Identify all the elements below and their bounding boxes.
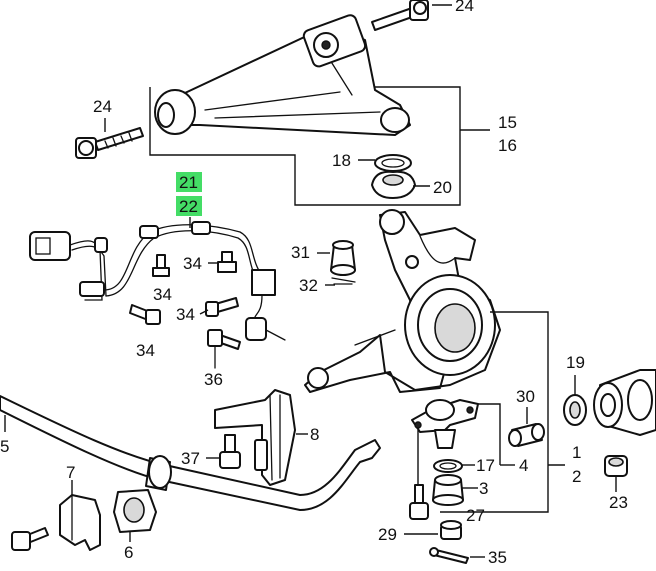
part-31-bushing <box>330 240 356 276</box>
callout-22: 22 <box>179 197 198 216</box>
callout-24-left: 24 <box>93 97 112 116</box>
holder-7 <box>59 494 101 551</box>
bolt-24-top <box>371 0 429 31</box>
leader-34-c <box>199 309 209 315</box>
callout-15: 15 <box>498 113 517 132</box>
part-3-boot <box>432 474 464 506</box>
callout-34-d: 34 <box>136 341 155 360</box>
callout-16: 16 <box>498 136 517 155</box>
bracket-1-2 <box>440 311 549 513</box>
leader-ball-joint <box>478 403 501 465</box>
callout-17: 17 <box>476 456 495 475</box>
callout-4: 4 <box>519 456 528 475</box>
bolt-24-left <box>75 127 144 159</box>
callout-36: 36 <box>204 370 223 389</box>
highlight-21 <box>176 172 202 192</box>
callout-8: 8 <box>310 425 319 444</box>
callout-2: 2 <box>572 467 581 486</box>
callout-18: 18 <box>332 151 351 170</box>
callout-23: 23 <box>609 493 628 512</box>
part-17-ring <box>433 459 463 473</box>
bolt-34-a <box>152 254 170 277</box>
part-32-clip <box>331 277 356 285</box>
bracket-8 <box>214 389 296 486</box>
callout-34-b: 34 <box>183 254 202 273</box>
callout-19: 19 <box>566 353 585 372</box>
callout-3: 3 <box>479 479 488 498</box>
callout-30: 30 <box>516 387 535 406</box>
bushing-6 <box>113 489 157 533</box>
nut-23 <box>604 455 628 477</box>
stabilizer-bar <box>0 395 381 511</box>
lower-ball-joint <box>411 399 479 449</box>
bolt-27 <box>409 484 429 520</box>
callout-31: 31 <box>291 243 310 262</box>
callout-29: 29 <box>378 525 397 544</box>
bolt-34-b <box>217 251 237 273</box>
abs-sensor-harness <box>29 221 286 341</box>
upper-arm-bracket <box>149 86 461 206</box>
callout-21: 21 <box>179 173 198 192</box>
cotter-pin-35 <box>429 547 469 564</box>
part-20-boot <box>371 170 416 199</box>
callout-5: 5 <box>0 437 9 456</box>
callout-20: 20 <box>433 178 452 197</box>
highlight-22 <box>176 196 202 216</box>
steering-knuckle <box>304 209 501 393</box>
lower-arm-bushing <box>593 369 656 436</box>
callout-24-top: 24 <box>455 0 474 15</box>
part-19-washer <box>563 394 587 426</box>
bolt-bottom-left <box>11 527 49 551</box>
callout-27: 27 <box>466 506 485 525</box>
bolt-34-d <box>129 304 161 325</box>
callout-6: 6 <box>124 543 133 562</box>
callout-7: 7 <box>66 463 75 482</box>
bolt-37 <box>219 434 241 469</box>
nut-29 <box>440 520 462 540</box>
callout-37: 37 <box>181 449 200 468</box>
callout-35: 35 <box>488 548 507 567</box>
callout-32: 32 <box>299 276 318 295</box>
part-18-ring <box>374 154 412 172</box>
bolt-36 <box>207 329 241 369</box>
bolt-34-c <box>205 297 239 317</box>
callout-34-a: 34 <box>153 285 172 304</box>
callout-34-c: 34 <box>176 305 195 324</box>
part-30-bushing <box>508 423 545 447</box>
upper-control-arm <box>154 14 411 136</box>
callout-1: 1 <box>572 443 581 462</box>
